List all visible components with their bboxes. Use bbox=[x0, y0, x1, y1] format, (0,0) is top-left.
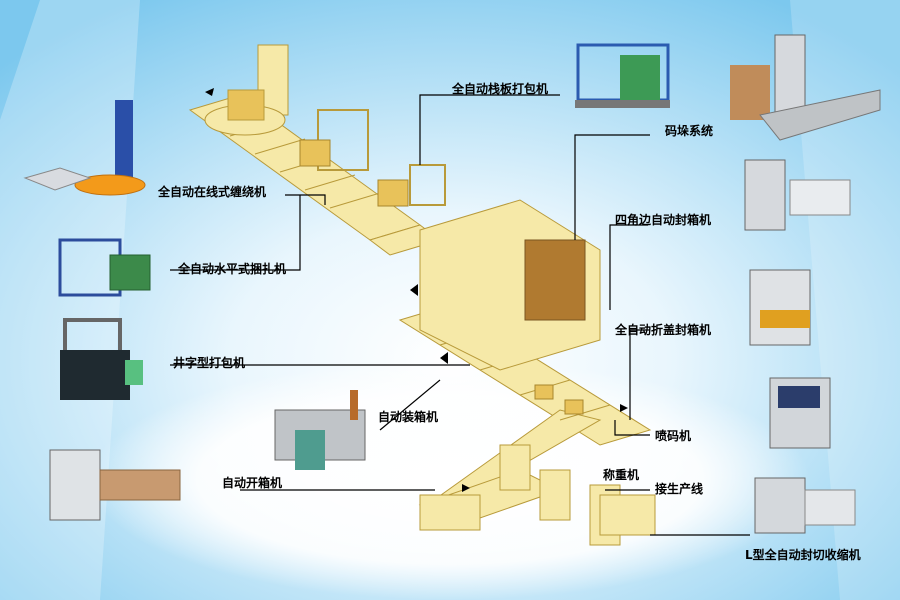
l-sealer-machine bbox=[754, 477, 856, 534]
label-horizontal-strapper: 全自动水平式捆扎机 bbox=[178, 262, 287, 276]
stacking-system-machine bbox=[730, 34, 881, 141]
label-l-sealer: L型全自动封切收缩机 bbox=[745, 548, 861, 562]
inline-wrapper-station bbox=[204, 44, 289, 136]
four-corner-sealer-machine bbox=[744, 159, 851, 231]
case-erector-machine bbox=[49, 449, 181, 521]
label-case-erector: 自动开箱机 bbox=[222, 476, 283, 490]
flow-arrows bbox=[205, 88, 628, 492]
label-cross-strapper: 井字型打包机 bbox=[173, 356, 246, 370]
pallet-wrapper-machine-left bbox=[23, 100, 146, 196]
leader-lines bbox=[170, 94, 750, 536]
label-four-corner-sealer: 四角边自动封箱机 bbox=[615, 213, 712, 227]
cross-strapper-machine bbox=[60, 318, 143, 400]
boxes bbox=[299, 139, 584, 415]
pallet-wrapper-machine-top bbox=[575, 43, 670, 108]
case-packer-machine bbox=[274, 390, 366, 470]
palletizer-frame bbox=[419, 199, 601, 371]
label-connect-line: 接生产线 bbox=[655, 482, 704, 496]
label-inkjet: 喷码机 bbox=[655, 429, 692, 443]
lower-modules bbox=[419, 444, 656, 546]
label-pallet-wrapper: 全自动栈板打包机 bbox=[452, 82, 549, 96]
label-case-packer: 自动装箱机 bbox=[378, 410, 439, 424]
label-weigher: 称重机 bbox=[603, 468, 640, 482]
label-stacking-system: 码垛系统 bbox=[665, 124, 714, 138]
horizontal-strapper-machine bbox=[58, 238, 151, 297]
inkjet-machine bbox=[769, 377, 831, 449]
label-flap-sealer: 全自动折盖封箱机 bbox=[615, 323, 712, 337]
flap-sealer-machine bbox=[749, 269, 811, 346]
label-inline-wrapper: 全自动在线式缠绕机 bbox=[158, 185, 267, 199]
